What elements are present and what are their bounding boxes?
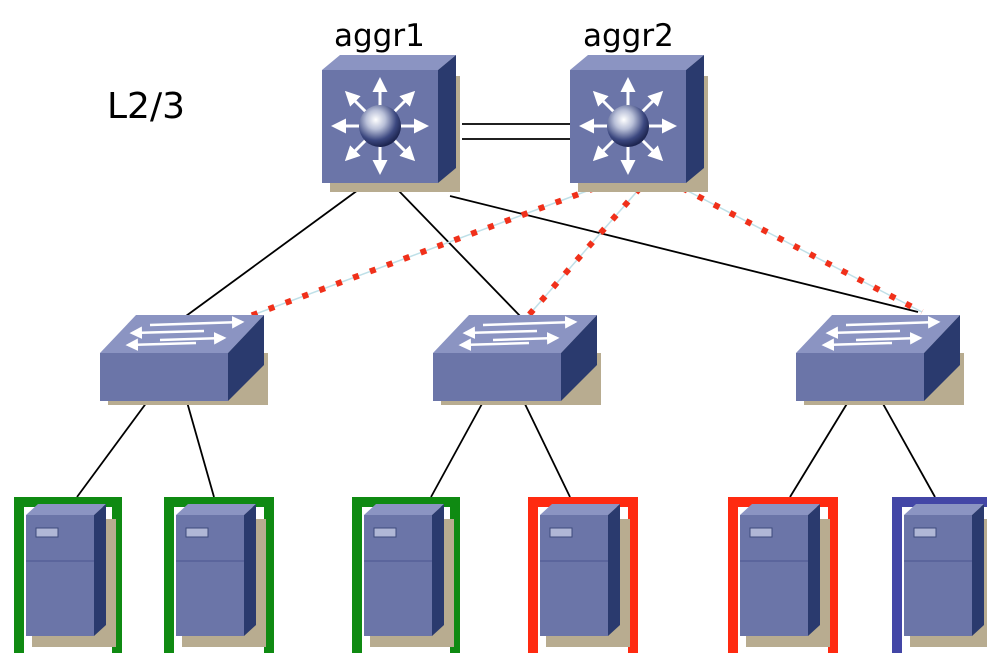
link-access1-server2 bbox=[186, 401, 215, 498]
link-aggr1-access-3 bbox=[449, 195, 919, 313]
layer-label: L2/3 bbox=[107, 86, 185, 127]
access-switch-2 bbox=[433, 315, 601, 405]
link-access3-server5 bbox=[789, 401, 849, 498]
server-5 bbox=[728, 497, 838, 653]
link-aggr1-access-2 bbox=[397, 189, 523, 319]
server-6 bbox=[892, 497, 987, 653]
switch-arrows-icon bbox=[821, 316, 941, 351]
link-aggr1-access-1 bbox=[185, 189, 359, 317]
access-switch-1 bbox=[100, 315, 268, 405]
server-2 bbox=[164, 497, 274, 653]
aggr1-switch: aggr1 bbox=[322, 18, 460, 192]
server-4 bbox=[528, 497, 638, 653]
link-access2-server3 bbox=[430, 401, 484, 498]
switch-arrows-icon bbox=[458, 316, 578, 351]
blocked-links bbox=[248, 185, 924, 319]
aggr1-label: aggr1 bbox=[334, 18, 425, 54]
switch-arrows-icon bbox=[125, 316, 245, 351]
server-3 bbox=[352, 497, 460, 653]
link-access1-server1 bbox=[76, 401, 148, 498]
aggr2-switch: aggr2 bbox=[570, 18, 708, 192]
access-switch-3 bbox=[796, 315, 964, 405]
server-1 bbox=[14, 497, 122, 653]
link-access3-server6 bbox=[881, 401, 936, 498]
link-aggr2-access-1 bbox=[248, 185, 597, 319]
link-access2-server4 bbox=[523, 401, 571, 498]
aggr2-label: aggr2 bbox=[583, 18, 674, 54]
active-links bbox=[76, 123, 936, 498]
